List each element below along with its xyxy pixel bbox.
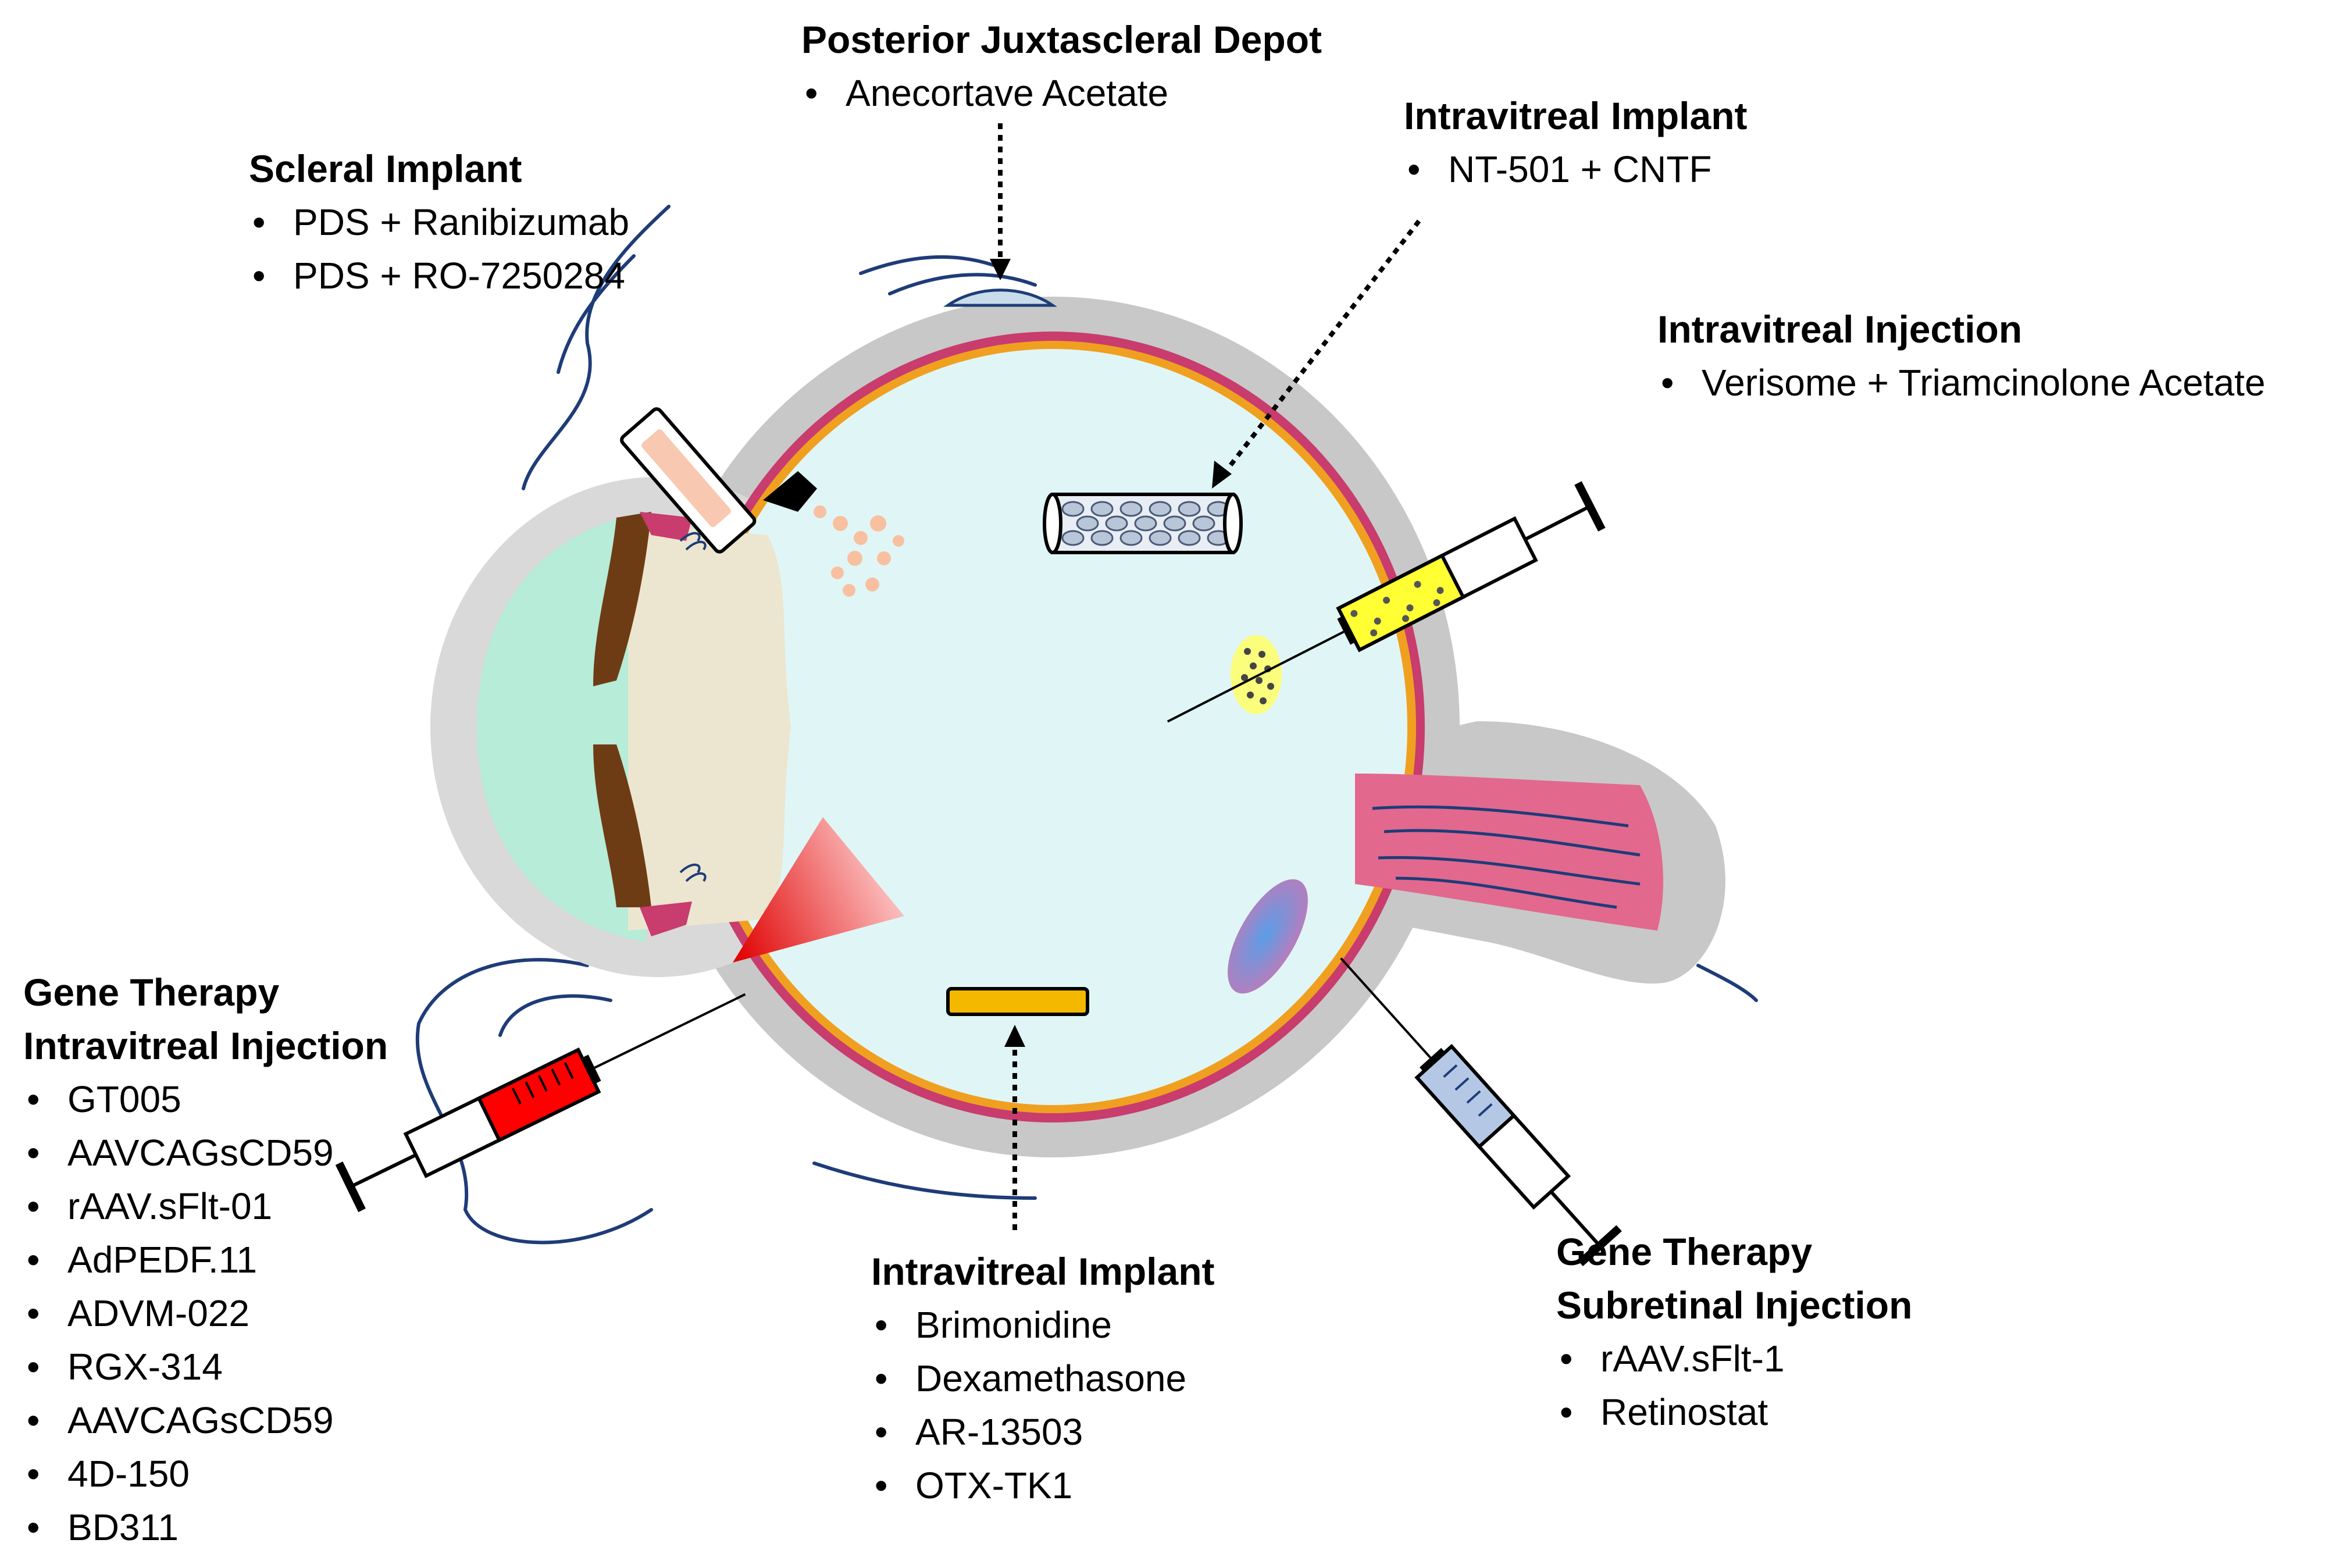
- ciliary-body-upper: [640, 512, 692, 541]
- callout-title: Intravitreal Implant: [1404, 94, 1748, 137]
- list-item: rAAV.sFlt-1: [1556, 1332, 1912, 1385]
- callout-intravitreal-injection: Intravitreal Injection Verisome + Triamc…: [1657, 302, 2265, 409]
- callout-posterior-depot: Posterior Juxtascleral Depot Anecortave …: [801, 13, 1322, 120]
- list-item: PDS + Ranibizumab: [249, 195, 629, 249]
- blue-syringe: [1340, 957, 1622, 1267]
- list-item: Brimonidine: [871, 1298, 1215, 1352]
- lens: [628, 523, 791, 931]
- gene-therapy-beam: [733, 817, 904, 963]
- list-item: 4D-150: [23, 1447, 388, 1501]
- callout-title: Scleral Implant: [249, 147, 522, 190]
- list-item: NT-501 + CNTF: [1404, 142, 1748, 196]
- juxtascleral-depot: [943, 288, 1057, 307]
- scleral-implant-device: [620, 407, 817, 554]
- nt501-arrowhead: [1212, 461, 1232, 489]
- callout-title-line2: Intravitreal Injection: [23, 1024, 388, 1067]
- ciliary-body-lower: [640, 901, 692, 936]
- released-particles: [814, 505, 904, 597]
- optic-nerve: [1355, 774, 1663, 931]
- zonules: [679, 532, 707, 882]
- nt501-arrow: [1226, 219, 1421, 470]
- subretinal-bleb: [1228, 879, 1308, 994]
- list-item: rAAV.sFlt-01: [23, 1179, 388, 1233]
- list-item: AAVCAGsCD59: [23, 1394, 388, 1447]
- list-item: AAVCAGsCD59: [23, 1126, 388, 1179]
- list-item: RGX-314: [23, 1340, 388, 1394]
- list-item: Dexamethasone: [871, 1352, 1215, 1405]
- callout-intravitreal-implant-top: Intravitreal Implant NT-501 + CNTF: [1404, 89, 1748, 196]
- callout-gene-therapy-intravitreal: Gene Therapy Intravitreal Injection GT00…: [23, 965, 388, 1554]
- list-item: AdPEDF.11: [23, 1233, 388, 1287]
- list-item: PDS + RO-7250284: [249, 249, 629, 302]
- list-item: Verisome + Triamcinolone Acetate: [1657, 356, 2265, 409]
- callout-title-line1: Gene Therapy: [23, 971, 280, 1014]
- callout-title: Intravitreal Injection: [1657, 308, 2023, 351]
- iris-lower: [593, 744, 651, 907]
- list-item: OTX-TK1: [871, 1459, 1215, 1512]
- callout-title: Posterior Juxtascleral Depot: [801, 18, 1322, 61]
- verisome-depot: [1231, 635, 1282, 714]
- red-syringe: [335, 993, 746, 1213]
- list-item: GT005: [23, 1072, 388, 1126]
- bottom-implant-arrowhead: [1004, 1025, 1025, 1047]
- list-item: BD311: [23, 1501, 388, 1554]
- list-item: Anecortave Acetate: [801, 66, 1322, 120]
- yellow-syringe: [1167, 481, 1606, 723]
- callout-title-line2: Subretinal Injection: [1556, 1284, 1913, 1327]
- callout-title: Intravitreal Implant: [871, 1250, 1215, 1293]
- list-item: AR-13503: [871, 1405, 1215, 1459]
- callout-intravitreal-implant-bottom: Intravitreal Implant Brimonidine Dexamet…: [871, 1245, 1215, 1512]
- nt501-implant: [1043, 493, 1243, 554]
- iris-upper: [593, 512, 651, 686]
- optic-nerve-fibers: [1372, 805, 1641, 909]
- depot-arrowhead: [990, 259, 1011, 280]
- list-item: Retinostat: [1556, 1385, 1912, 1439]
- bottom-implant: [946, 987, 1089, 1016]
- callout-title-line1: Gene Therapy: [1556, 1230, 1813, 1273]
- callout-scleral-implant: Scleral Implant PDS + Ranibizumab PDS + …: [249, 142, 629, 302]
- callout-gene-therapy-subretinal: Gene Therapy Subretinal Injection rAAV.s…: [1556, 1225, 1912, 1439]
- list-item: ADVM-022: [23, 1287, 388, 1340]
